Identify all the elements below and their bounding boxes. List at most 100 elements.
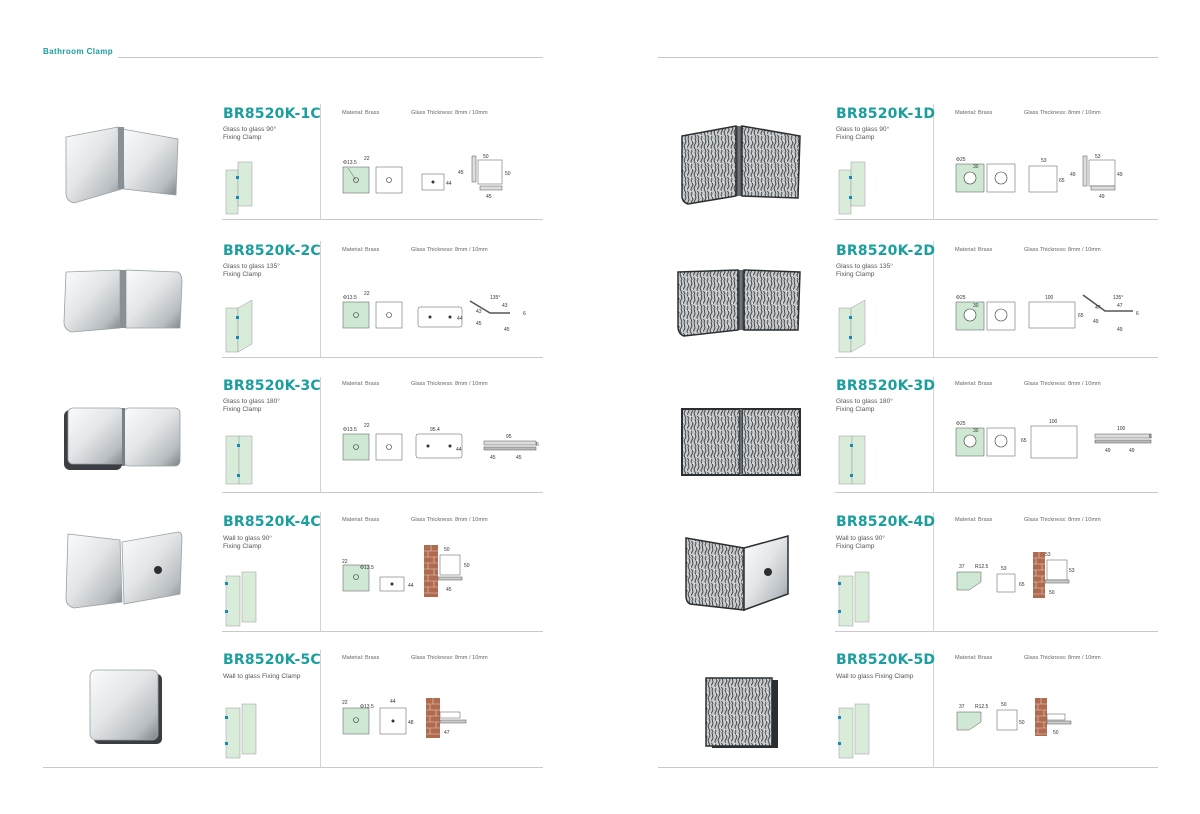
product-photo-3c (62, 404, 184, 474)
dim-label: 44 (457, 316, 463, 322)
dim-label: 49 (1117, 172, 1123, 178)
dim-label: 6 (536, 442, 539, 448)
material-spec: Material: Brass (955, 655, 993, 661)
dim-label: 6 (1149, 434, 1152, 440)
model-number: BR8520K-5D (836, 652, 936, 668)
dim-label: 30 (973, 164, 979, 170)
dim-label: Φ13.5 (360, 565, 374, 571)
material-spec: Material: Brass (955, 381, 993, 387)
dim-label: 45 (458, 170, 464, 176)
model-number: BR8520K-4C (223, 514, 321, 530)
dim-label: 44 (446, 181, 452, 187)
technical-drawing-2d: Φ25 30 100 65 135° 47 47 6 49 49 (955, 294, 1139, 333)
technical-drawing-1d: Φ25 30 53 65 49 53 49 49 (955, 154, 1123, 200)
dim-label: R12.5 (975, 564, 989, 570)
model-number: BR8520K-5C (223, 652, 321, 668)
column-divider (933, 512, 934, 631)
material-spec: Material: Brass (955, 247, 993, 253)
dim-label: 50 (444, 547, 450, 553)
row-divider (835, 219, 1158, 220)
installation-diagram (225, 435, 253, 485)
row-divider (835, 492, 1158, 493)
material-spec: Material: Brass (342, 381, 380, 387)
dim-label: 65 (1021, 438, 1027, 444)
product-photo-5c (86, 668, 166, 748)
product-description: Wall to glass Fixing Clamp (223, 673, 301, 680)
dim-label: 30 (973, 428, 979, 434)
dim-label: 49 (1099, 194, 1105, 200)
model-number: BR8520K-4D (836, 514, 936, 530)
technical-drawing-5d: 37 R12.5 50 50 50 (956, 698, 1072, 736)
row-divider (835, 631, 1158, 632)
product-photo-1d (680, 124, 804, 206)
dim-label: 50 (1019, 720, 1025, 726)
dim-label: 22 (364, 156, 370, 162)
product-photo-1c (62, 125, 182, 205)
dim-label: 53 (1001, 566, 1007, 572)
column-divider (320, 650, 321, 767)
dim-label: 65 (1059, 178, 1065, 184)
material-spec: Material: Brass (342, 517, 380, 523)
product-photo-4d (684, 530, 796, 612)
column-divider (320, 512, 321, 631)
dim-label: 47 (1095, 305, 1101, 311)
row-divider (222, 631, 543, 632)
model-number: BR8520K-1D (836, 106, 936, 122)
column-divider (320, 377, 321, 492)
column-divider (933, 241, 934, 357)
product-photo-2d (676, 266, 804, 338)
dim-label: 100 (1045, 295, 1054, 301)
installation-diagram (838, 703, 870, 759)
row-divider (222, 357, 543, 358)
dim-label: 53 (1069, 568, 1075, 574)
dim-label: 48 (408, 720, 414, 726)
technical-drawing-1c: Φ13.5 22 44 45 50 50 45 (342, 154, 511, 200)
dim-label: Φ25 (956, 421, 966, 427)
glass-thickness-spec: Glass Thickness: 8mm / 10mm (411, 381, 488, 387)
dim-label: 45 (490, 455, 496, 461)
dim-label: 44 (408, 583, 414, 589)
glass-thickness-spec: Glass Thickness: 8mm / 10mm (411, 517, 488, 523)
material-spec: Material: Brass (955, 517, 993, 523)
dim-label: 135° (490, 295, 500, 301)
model-number: BR8520K-2C (223, 243, 321, 259)
dim-label: Φ13.5 (343, 160, 357, 166)
material-spec: Material: Brass (342, 247, 380, 253)
dim-label: 22 (342, 559, 348, 565)
product-description: Wall to glass Fixing Clamp (836, 673, 914, 680)
dim-label: 49 (1070, 172, 1076, 178)
model-number: BR8520K-1C (223, 106, 321, 122)
dim-label: 95.4 (430, 427, 440, 433)
dim-label: 45 (476, 321, 482, 327)
product-description: Glass to glass 180°Fixing Clamp (836, 398, 893, 413)
installation-diagram (838, 299, 866, 353)
dim-label: 50 (483, 154, 489, 160)
installation-diagram (838, 571, 870, 627)
product-description: Wall to glass 90°Fixing Clamp (836, 535, 885, 550)
dim-label: 37 (959, 704, 965, 710)
product-photo-5d (704, 676, 784, 750)
dim-label: 53 (1045, 552, 1051, 558)
dim-label: 47 (1117, 303, 1123, 309)
dim-label: 53 (1095, 154, 1101, 160)
dim-label: 30 (973, 303, 979, 309)
footer-rule (43, 767, 543, 768)
column-divider (320, 104, 321, 219)
product-description: Glass to glass 180°Fixing Clamp (223, 398, 280, 413)
dim-label: 44 (390, 699, 396, 705)
dim-label: 49 (1129, 448, 1135, 454)
column-divider (933, 377, 934, 492)
technical-drawing-4c: 22 Φ13.5 44 50 50 45 (342, 545, 470, 597)
dim-label: 43 (476, 309, 482, 315)
dim-label: 22 (364, 291, 370, 297)
dim-label: 37 (959, 564, 965, 570)
column-divider (933, 650, 934, 767)
product-photo-2c (60, 266, 185, 336)
model-number: BR8520K-3D (836, 378, 936, 394)
row-divider (835, 357, 1158, 358)
material-spec: Material: Brass (342, 655, 380, 661)
dim-label: 43 (502, 303, 508, 309)
row-divider (222, 219, 543, 220)
footer-rule (658, 767, 1158, 768)
dim-label: Φ25 (956, 157, 966, 163)
